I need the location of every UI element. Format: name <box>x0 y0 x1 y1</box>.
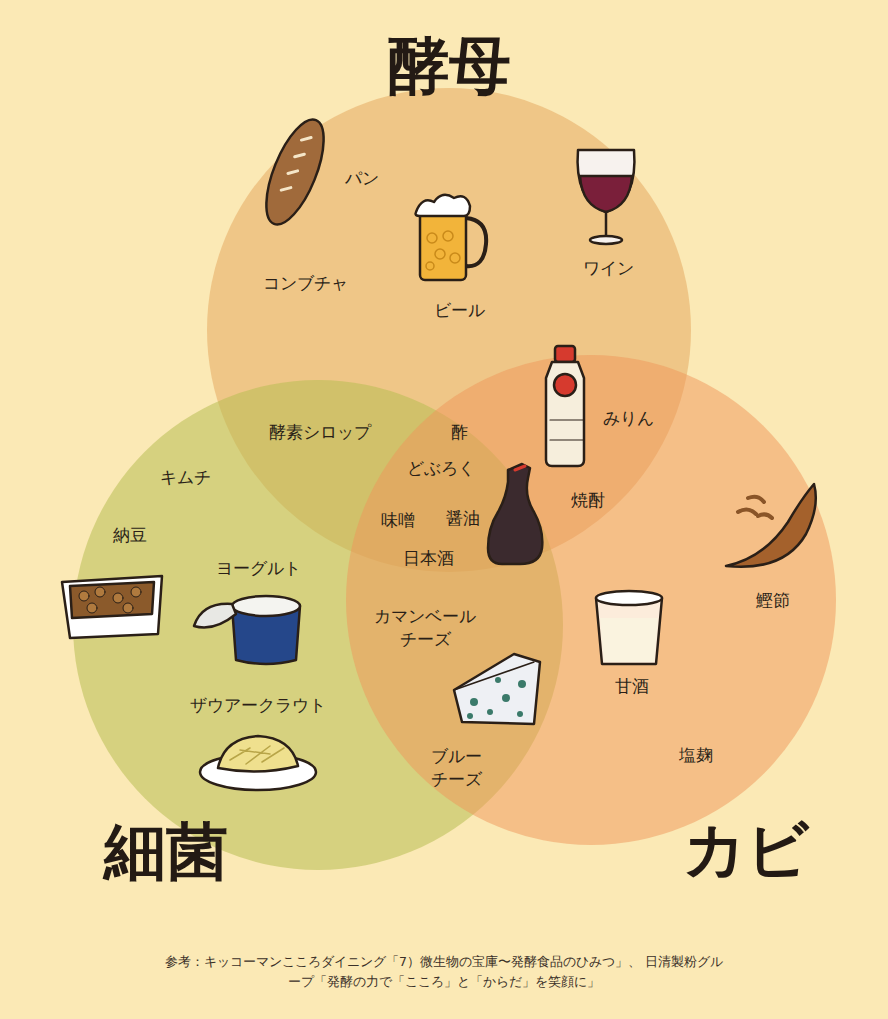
food-label: 鰹節 <box>756 589 790 612</box>
food-label: 日本酒 <box>403 547 454 570</box>
circle-heading: カビ <box>683 819 809 881</box>
natto-illustration <box>62 576 162 638</box>
amazake-glass-illustration <box>596 591 662 664</box>
food-label: 醤油 <box>446 507 480 530</box>
caption: 参考：キッコーマンこころダイニング「7）微生物の宝庫〜発酵食品のひみつ」、 日清… <box>164 952 724 992</box>
food-label: 酢 <box>451 421 468 444</box>
food-label: みりん <box>603 407 654 430</box>
food-label: キムチ <box>160 466 211 489</box>
food-label: 納豆 <box>113 524 147 547</box>
food-label: 塩麹 <box>679 744 713 767</box>
caption-box: 参考：キッコーマンこころダイニング「7）微生物の宝庫〜発酵食品のひみつ」、 日清… <box>0 952 888 992</box>
sauerkraut-illustration <box>200 736 316 790</box>
food-label: ブルー チーズ <box>421 745 491 791</box>
food-label: 焼酎 <box>571 489 605 512</box>
food-label: 甘酒 <box>615 675 649 698</box>
food-label: ザウアークラウト <box>190 694 326 717</box>
food-label: コンブチャ <box>263 272 348 295</box>
food-label: 酵素シロップ <box>269 421 371 444</box>
wine-glass-illustration <box>578 150 635 244</box>
yogurt-illustration <box>194 596 300 664</box>
circle-fill <box>346 355 836 845</box>
mirin-bottle-illustration <box>546 346 584 466</box>
food-label: カマンベール チーズ <box>365 605 485 651</box>
blue-cheese-illustration <box>454 654 540 724</box>
soy-sauce-bottle-illustration <box>488 464 542 564</box>
katsuobushi-illustration <box>726 484 816 567</box>
food-label: 味噌 <box>381 509 415 532</box>
food-label: ワイン <box>583 257 634 280</box>
circle-heading: 細菌 <box>104 821 228 883</box>
circle-heading: 酵母 <box>387 35 511 97</box>
food-label: どぶろく <box>407 457 475 480</box>
food-label: ヨーグルト <box>216 557 301 580</box>
bread-illustration <box>255 112 336 232</box>
food-label: ビール <box>434 299 485 322</box>
food-label: パン <box>345 167 379 190</box>
beer-mug-illustration <box>416 195 487 280</box>
